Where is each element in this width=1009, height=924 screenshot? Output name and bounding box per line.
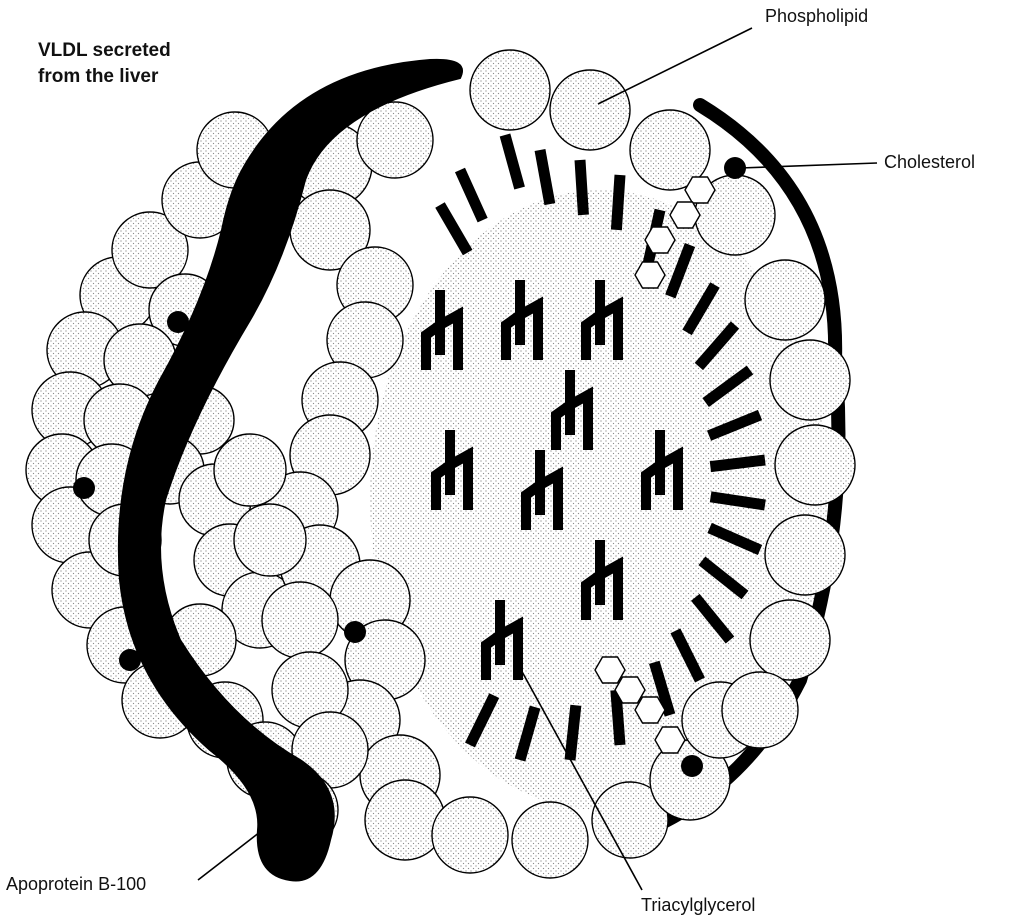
cholesterol-ring <box>685 177 715 203</box>
phospholipid-head <box>512 802 588 878</box>
phospholipid-head <box>234 504 306 576</box>
leader-cholesterol <box>740 163 877 168</box>
cholesterol-dot <box>681 755 703 777</box>
phospholipid-head <box>470 50 550 130</box>
phospholipid-head <box>365 780 445 860</box>
phospholipid-head <box>357 102 433 178</box>
phospholipid-head <box>770 340 850 420</box>
cholesterol-ring <box>635 262 665 288</box>
fatty-acid-tail <box>440 205 468 253</box>
fatty-acid-tail <box>540 150 550 204</box>
phospholipid-head <box>750 600 830 680</box>
cholesterol-dot <box>344 621 366 643</box>
phospholipid-head <box>775 425 855 505</box>
phospholipid-head <box>262 582 338 658</box>
phospholipid-head <box>550 70 630 150</box>
fatty-acid-tail <box>570 705 576 760</box>
fatty-acid-tail <box>580 160 583 215</box>
cholesterol-ring <box>670 202 700 228</box>
fatty-acid-tail <box>505 135 520 188</box>
cholesterol-dot <box>73 477 95 499</box>
phospholipid-head <box>722 672 798 748</box>
fatty-acid-tail <box>616 175 620 230</box>
cholesterol-ring <box>645 227 675 253</box>
phospholipid-head <box>432 797 508 873</box>
cholesterol-ring <box>635 697 665 723</box>
fatty-acid-tail <box>710 460 765 467</box>
fatty-acid-tail <box>460 170 483 220</box>
cholesterol-ring <box>655 727 685 753</box>
phospholipid-head <box>745 260 825 340</box>
phospholipid-head <box>214 434 286 506</box>
phospholipid-head <box>765 515 845 595</box>
leader-phospholipid <box>598 28 752 104</box>
